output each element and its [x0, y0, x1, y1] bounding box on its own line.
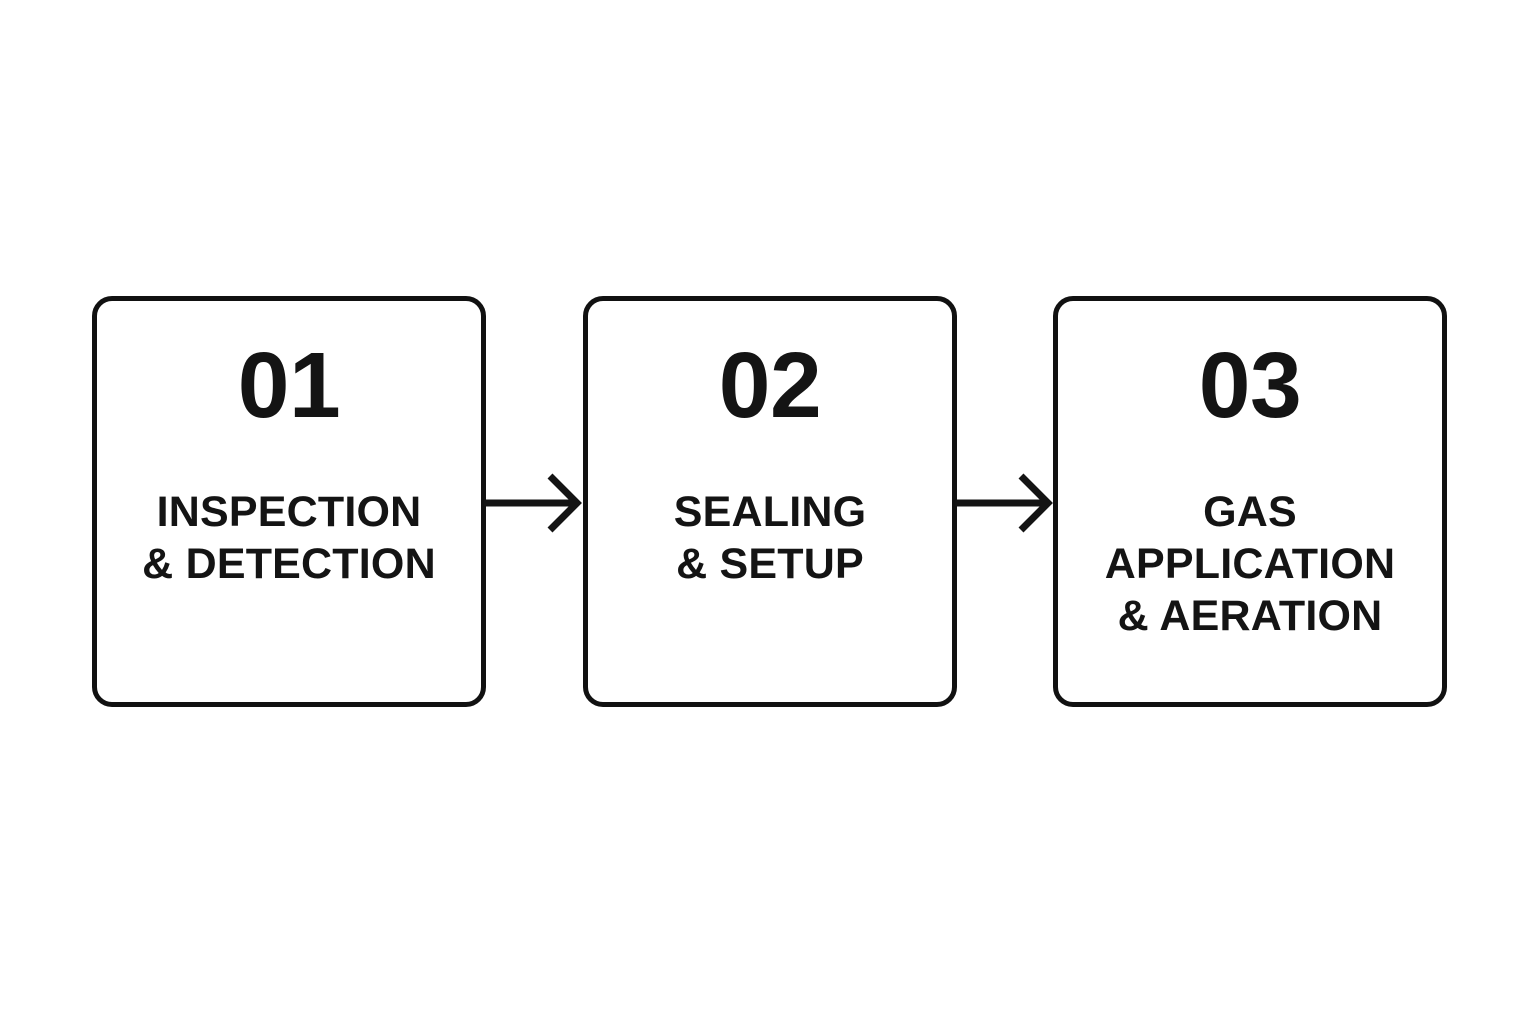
step-number-3: 03 [1198, 333, 1302, 437]
process-step-1[interactable]: 01 INSPECTION & DETECTION [92, 296, 486, 707]
step-number-2: 02 [718, 333, 822, 437]
step-label-1: INSPECTION & DETECTION [142, 488, 436, 588]
step-number-1: 01 [237, 333, 341, 437]
process-step-2[interactable]: 02 SEALING & SETUP [583, 296, 957, 707]
step-label-2: SEALING & SETUP [673, 488, 867, 588]
arrow-right-icon [955, 473, 1053, 533]
process-step-3[interactable]: 03 GAS APPLICATION & AERATION [1053, 296, 1447, 707]
connector-arrow-1 [484, 471, 585, 535]
connector-arrow-2 [955, 471, 1056, 535]
step-label-3: GAS APPLICATION & AERATION [1104, 488, 1396, 640]
arrow-right-icon [484, 473, 582, 533]
